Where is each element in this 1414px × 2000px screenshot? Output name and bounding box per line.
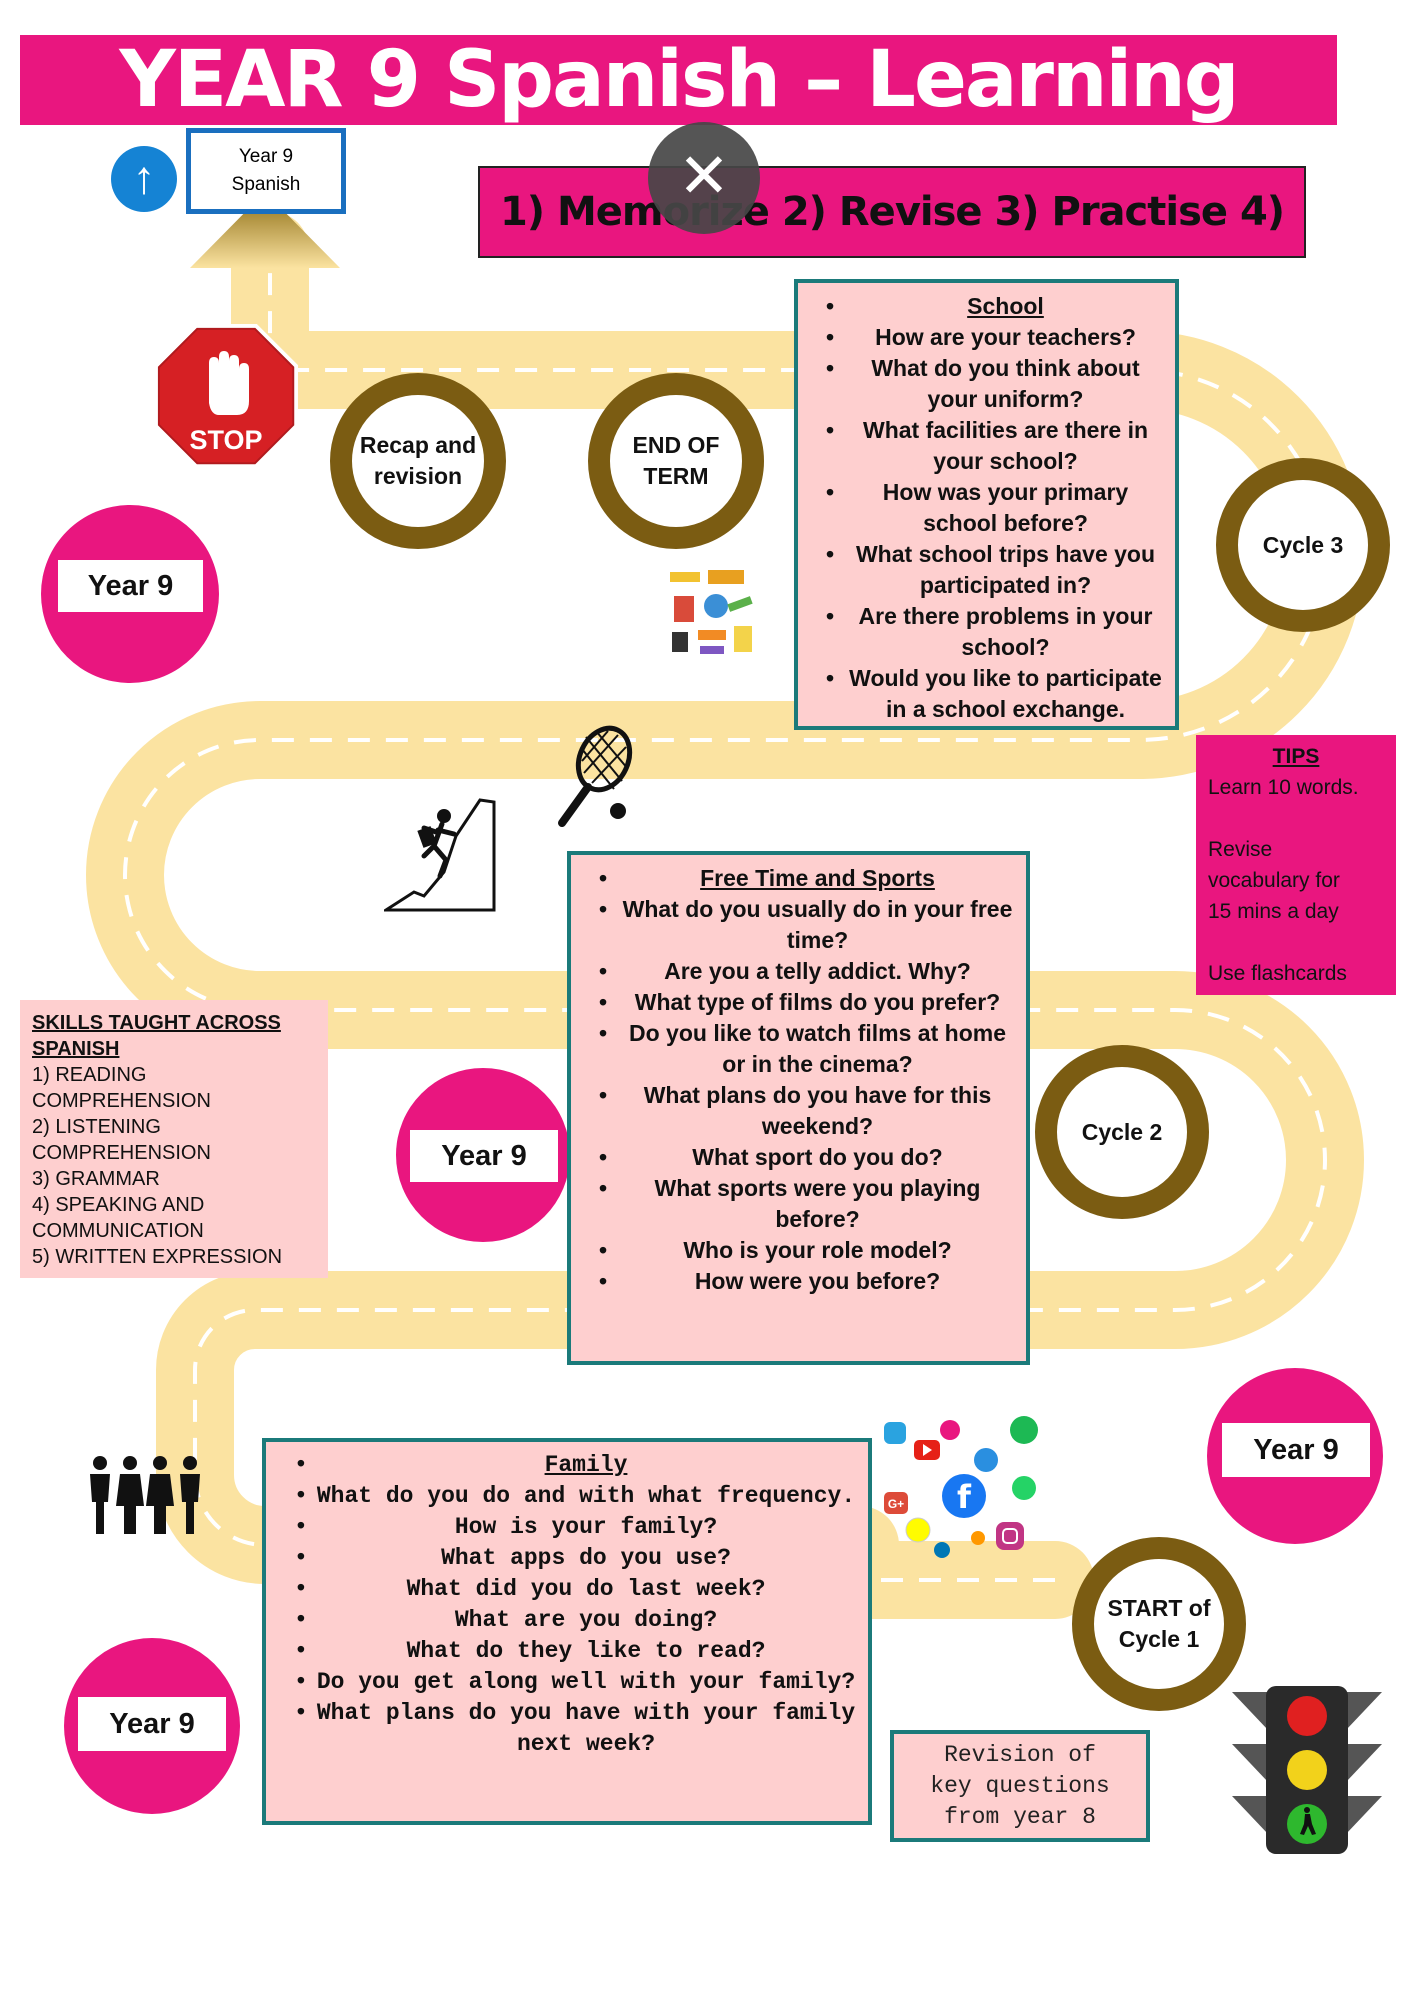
revision-line2: key questions	[930, 1772, 1110, 1799]
family-icon	[90, 1456, 200, 1534]
list-item: COMPREHENSION	[32, 1090, 211, 1112]
list-item: 2) LISTENING	[32, 1116, 161, 1138]
end-line2: TERM	[643, 463, 709, 489]
cycle3-milestone: Cycle 3	[1216, 458, 1390, 632]
list-item: Do you get along well with your family?	[294, 1667, 856, 1698]
cycle2-milestone: Cycle 2	[1035, 1045, 1209, 1219]
sign-line1: Year 9	[238, 146, 294, 167]
cycle3-label: Cycle 3	[1262, 531, 1344, 558]
tips-line: Learn 10 words.	[1208, 776, 1359, 799]
list-item: What type of films do you prefer?	[599, 987, 1014, 1018]
year9-label-2: Year 9	[410, 1130, 558, 1182]
list-item: What did you do last week?	[294, 1574, 856, 1605]
list-item: What sports were you playing before?	[599, 1173, 1014, 1235]
tips-line: 15 mins a day	[1208, 900, 1339, 923]
list-item: What school trips have you participated …	[826, 539, 1163, 601]
year9-label-3: Year 9	[1222, 1423, 1370, 1477]
list-item: What plans do you have for this weekend?	[599, 1080, 1014, 1142]
free-time-questions-box: Free Time and Sports What do you usually…	[567, 851, 1030, 1365]
close-icon[interactable]: ✕	[648, 122, 760, 234]
list-item: What do you think about your uniform?	[826, 353, 1163, 415]
school-heading: School	[826, 291, 1163, 322]
school-supplies-icon	[664, 566, 760, 662]
revision-line3: from year 8	[944, 1803, 1096, 1830]
skills-heading-2: SPANISH	[32, 1038, 120, 1060]
start-line2: Cycle 1	[1118, 1626, 1200, 1652]
list-item: 1) READING	[32, 1064, 147, 1086]
steps-banner: 1) Memorize 2) Revise 3) Practise 4) Mas…	[478, 166, 1306, 323]
svg-text:f: f	[957, 1478, 972, 1516]
recap-revision-milestone: Recap and revision	[330, 373, 506, 549]
year9-label-4: Year 9	[78, 1697, 226, 1751]
year9-spanish-sign: Year 9 Spanish	[186, 128, 346, 214]
svg-text:G+: G+	[888, 1497, 904, 1511]
list-item: Would you like to participate in a schoo…	[826, 663, 1163, 725]
tips-line: Revise	[1208, 838, 1273, 861]
list-item: COMMUNICATION	[32, 1220, 204, 1242]
tennis-racket-icon	[558, 725, 633, 827]
list-item: Are there problems in your school?	[826, 601, 1163, 663]
family-heading: Family	[294, 1450, 856, 1481]
climber-icon	[384, 798, 496, 912]
list-item: What are you doing?	[294, 1605, 856, 1636]
list-item: 4) SPEAKING AND	[32, 1194, 205, 1216]
revision-box: Revision of key questions from year 8	[890, 1730, 1150, 1842]
list-item: What do you do and with what frequency.	[294, 1481, 856, 1512]
list-item: How is your family?	[294, 1512, 856, 1543]
tips-heading: TIPS	[1272, 745, 1320, 768]
list-item: 3) GRAMMAR	[32, 1168, 160, 1190]
list-item: How was your primary school before?	[826, 477, 1163, 539]
traffic-light-icon	[1232, 1686, 1382, 1854]
skills-box: SKILLS TAUGHT ACROSS SPANISH 1) READING …	[20, 1000, 328, 1278]
list-item: Do you like to watch films at home or in…	[599, 1018, 1014, 1080]
list-item: What apps do you use?	[294, 1543, 856, 1574]
skills-heading-1: SKILLS TAUGHT ACROSS	[32, 1012, 281, 1034]
list-item: Are you a telly addict. Why?	[599, 956, 1014, 987]
revision-line1: Revision of	[944, 1741, 1096, 1768]
start-line1: START of	[1107, 1595, 1211, 1621]
list-item: How are your teachers?	[826, 322, 1163, 353]
list-item: What sport do you do?	[599, 1142, 1014, 1173]
tips-box: TIPS Learn 10 words. Revise vocabulary f…	[1196, 735, 1396, 995]
page-title: YEAR 9 Spanish – Learning Journey	[20, 35, 1337, 215]
list-item: What plans do you have with your family …	[294, 1698, 856, 1760]
list-item: COMPREHENSION	[32, 1142, 211, 1164]
start-cycle1-milestone: START of Cycle 1	[1072, 1537, 1246, 1711]
recap-line2: revision	[373, 463, 463, 489]
tips-line: Use flashcards	[1208, 962, 1347, 985]
stop-sign-icon: STOP	[154, 324, 298, 468]
recap-line1: Recap and	[359, 432, 477, 458]
list-item: What do you usually do in your free time…	[599, 894, 1014, 956]
list-item: What facilities are there in your school…	[826, 415, 1163, 477]
social-media-apps-icon: f G+	[884, 1416, 1038, 1558]
year9-label-1: Year 9	[58, 560, 203, 612]
tips-line: vocabulary for	[1208, 869, 1340, 892]
stop-text: STOP	[189, 425, 262, 455]
school-questions-box: School How are your teachers? What do yo…	[794, 279, 1179, 730]
list-item: 5) WRITTEN EXPRESSION	[32, 1246, 283, 1268]
end-line1: END OF	[632, 432, 720, 458]
list-item: What do they like to read?	[294, 1636, 856, 1667]
sign-line2: Spanish	[231, 174, 301, 195]
up-arrow-icon: ↑	[111, 146, 177, 212]
list-item: Who is your role model?	[599, 1235, 1014, 1266]
list-item: How were you before?	[599, 1266, 1014, 1297]
family-questions-box: Family What do you do and with what freq…	[262, 1438, 872, 1825]
cycle2-label: Cycle 2	[1081, 1118, 1163, 1145]
free-time-heading: Free Time and Sports	[599, 863, 1014, 894]
end-of-term-milestone: END OF TERM	[588, 373, 764, 549]
